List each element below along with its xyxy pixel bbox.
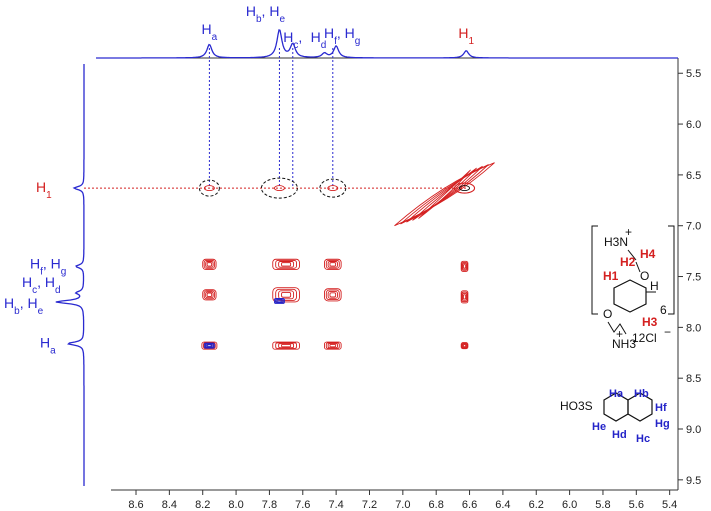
left-peak-label: Ha: [40, 335, 56, 357]
cross-peak: [273, 297, 285, 304]
x-tick-label: 8.6: [128, 499, 143, 511]
host-h4-label: H4: [640, 247, 656, 261]
h1-cross-peak: [203, 185, 215, 192]
x-tick-label: 7.6: [295, 499, 310, 511]
host-top-plus: +: [625, 225, 632, 239]
h1-cross-peak: [273, 185, 285, 192]
y-tick-label: 8.5: [686, 373, 701, 385]
x-tick-label: 8.4: [162, 499, 177, 511]
y-tick-label: 9.0: [686, 424, 701, 436]
host-counter-minus: −: [664, 325, 671, 339]
guest-so3-group: HO3S: [560, 399, 593, 413]
x-tick-label: 8.2: [195, 499, 210, 511]
host-o-top: O: [640, 269, 649, 283]
cross-peak: [272, 258, 300, 270]
x-tick-label: 6.6: [462, 499, 477, 511]
cross-peak: [203, 342, 215, 349]
guest-he-label: He: [592, 421, 606, 433]
host-h-label: H: [650, 279, 659, 293]
host-bottom-plus: +: [616, 327, 623, 341]
x-tick-label: 7.0: [395, 499, 410, 511]
x-tick-label: 5.6: [629, 499, 644, 511]
left-peak-label: Hc, Hd: [22, 274, 61, 296]
peak-guide-lines: [84, 48, 467, 199]
y-tick-label: 8.0: [686, 322, 701, 334]
diagonal-peak: [394, 162, 495, 227]
host-counter-ion: 12Cl: [632, 331, 657, 345]
cross-peak: [460, 290, 469, 304]
host-benzene-ring: [613, 279, 647, 313]
x-tick-label: 7.2: [362, 499, 377, 511]
host-h1-label: H1: [603, 269, 619, 283]
h1-cross-peak: [327, 185, 339, 192]
x-tick-label: 8.0: [228, 499, 243, 511]
guest-molecule-structure: HO3S Ha Hb Hf Hg He Hd Hc: [560, 388, 670, 445]
x-tick-label: 6.4: [495, 499, 510, 511]
y-axis-ticks: 5.5 6.0 6.5 7.0 7.5 8.0 8.5 9.0 9.5: [678, 68, 701, 487]
host-molecule-structure: H3N + H4 H2 O H1 H 6 H3 O NH3 + 12Cl −: [591, 225, 675, 351]
top-peak-label: Hb, He: [246, 3, 286, 25]
top-peak-label: Hc,: [283, 29, 302, 51]
guest-hc-label: Hc: [636, 433, 650, 445]
x-tick-label: 6.2: [529, 499, 544, 511]
guest-hd-label: Hd: [612, 429, 627, 441]
left-peak-label: H1: [36, 179, 52, 201]
x-tick-label: 6.0: [562, 499, 577, 511]
cross-peak: [460, 260, 469, 272]
left-projection-trace: [55, 64, 85, 486]
y-tick-label: 6.0: [686, 119, 701, 131]
y-tick-label: 5.5: [686, 68, 701, 80]
x-tick-label: 7.4: [328, 499, 343, 511]
y-tick-label: 9.5: [686, 475, 701, 487]
x-tick-label: 6.8: [429, 499, 444, 511]
cross-peak: [272, 287, 300, 303]
guest-hb-label: Hb: [634, 388, 649, 400]
host-o-bottom: O: [603, 307, 612, 321]
host-bracket-right: [668, 225, 675, 315]
top-peak-label: Ha: [202, 21, 218, 43]
top-projection-trace: [96, 29, 678, 59]
guest-ring-right: [627, 392, 653, 422]
y-tick-label: 7.5: [686, 272, 701, 284]
host-top-amine: H3N: [604, 235, 628, 249]
host-bond-1: [627, 249, 637, 261]
cross-peak: [272, 341, 300, 350]
x-tick-label: 5.8: [595, 499, 610, 511]
nOe-circle: [198, 179, 220, 197]
guest-hf-label: Hf: [655, 402, 667, 414]
x-tick-label: 7.8: [262, 499, 277, 511]
y-tick-label: 7.0: [686, 221, 701, 233]
host-bracket-left: [591, 225, 598, 315]
top-peak-label: Hd: [311, 29, 327, 51]
left-peak-label: Hf, Hg: [30, 255, 66, 277]
guest-ha-label: Ha: [609, 388, 624, 400]
guest-hg-label: Hg: [655, 418, 670, 430]
host-repeat-count: 6: [660, 303, 667, 317]
cross-peak: [202, 289, 217, 301]
host-h3-label: H3: [642, 315, 658, 329]
nOe-circle: [260, 177, 298, 199]
cross-peak: [324, 288, 342, 302]
cross-peak-contours: [201, 162, 495, 350]
top-peak-label: H1: [458, 25, 474, 47]
host-bottom-amine: NH3: [612, 337, 636, 351]
host-chain-bottom: [607, 321, 627, 335]
left-peak-label: Hb, He: [4, 295, 44, 317]
x-axis-ticks: 8.6 8.4 8.2 8.0 7.8 7.6 7.4 7.2 7.0 6.8 6.6 6.4 6.2 6…: [128, 490, 677, 511]
cross-peak: [324, 341, 342, 350]
cross-peak: [460, 342, 469, 350]
top-peak-label: Hf, Hg: [324, 25, 360, 47]
host-bond-2: [635, 261, 641, 273]
host-h2-label: H2: [620, 255, 636, 269]
cross-peak: [202, 258, 217, 270]
x-tick-label: 5.4: [662, 499, 677, 511]
cross-peak: [324, 258, 342, 270]
nOe-circle: [319, 178, 347, 198]
y-tick-label: 6.5: [686, 170, 701, 182]
